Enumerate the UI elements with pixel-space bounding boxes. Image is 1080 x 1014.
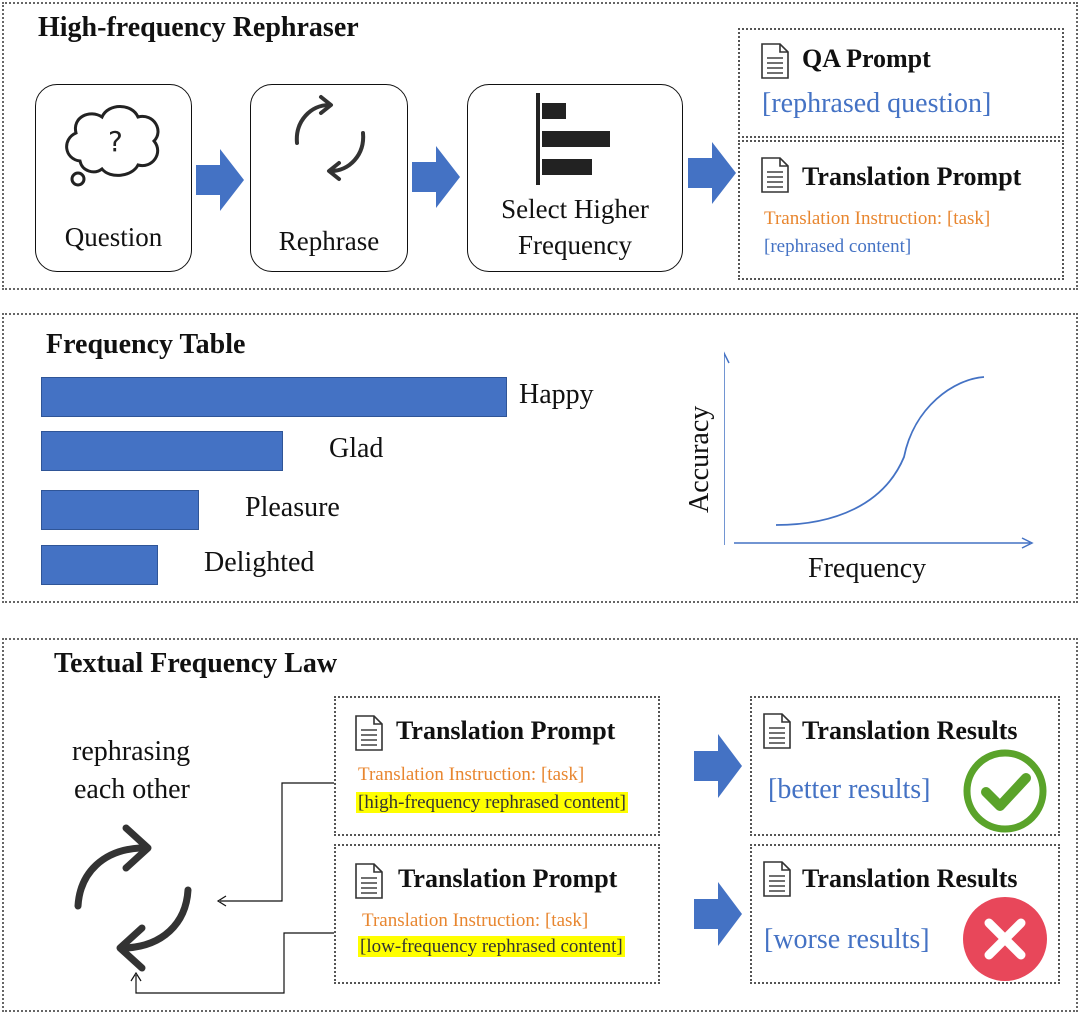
worse-results-box: Translation Results [worse results] (750, 844, 1060, 984)
flow-arrow-icon (694, 734, 742, 798)
translation-prompt-title: Translation Prompt (802, 162, 1022, 191)
low-prompt-content: [low-frequency rephrased content] (358, 936, 625, 957)
law-panel: Textual Frequency Law rephrasing each ot… (2, 638, 1078, 1012)
translation-content: [rephrased content] (764, 236, 912, 257)
better-results-title: Translation Results (802, 716, 1018, 745)
frequency-word-glad: Glad (329, 433, 384, 464)
document-icon (355, 863, 383, 899)
law-title: Textual Frequency Law (54, 648, 338, 679)
qa-prompt-title: QA Prompt (802, 44, 931, 73)
frequency-bar-glad (41, 431, 283, 471)
high-prompt-title: Translation Prompt (396, 716, 616, 745)
frequency-word-delighted: Delighted (204, 547, 315, 578)
frequency-word-pleasure: Pleasure (245, 492, 340, 523)
worse-results-content: [worse results] (764, 924, 930, 955)
frequency-table-title: Frequency Table (46, 329, 246, 360)
question-step: ? Question (35, 84, 192, 272)
flow-arrow-icon (412, 146, 460, 208)
low-prompt-instruction: Translation Instruction: [task] (362, 910, 589, 931)
document-icon (355, 715, 383, 751)
frequency-word-happy: Happy (519, 379, 594, 410)
document-icon (763, 713, 791, 749)
check-circle-icon (963, 749, 1047, 833)
translation-instruction: Translation Instruction: [task] (764, 208, 991, 229)
frequency-bar-delighted (41, 545, 158, 585)
high-frequency-prompt-box: Translation Prompt Translation Instructi… (334, 696, 660, 836)
rephraser-panel: High-frequency Rephraser ? Question Reph… (2, 2, 1078, 290)
refresh-icon (294, 95, 366, 181)
high-prompt-instruction: Translation Instruction: [task] (358, 764, 585, 785)
translation-prompt-box: Translation Prompt Translation Instructi… (738, 140, 1064, 280)
cross-circle-icon (963, 897, 1047, 981)
low-prompt-title: Translation Prompt (398, 864, 618, 893)
frequency-bar-pleasure (41, 490, 199, 530)
rephrase-step: Rephrase (250, 84, 408, 272)
svg-text:?: ? (108, 125, 123, 158)
rephrase-label: Rephrase (278, 226, 380, 256)
connector-lines (130, 782, 334, 994)
document-icon (763, 861, 791, 897)
accuracy-curve-chart (724, 351, 1034, 549)
cycle-icon (74, 824, 192, 972)
rephrasing-caption-line1: rephrasing (72, 736, 191, 767)
better-results-box: Translation Results [better results] (750, 696, 1060, 836)
accuracy-curve (775, 376, 985, 526)
select-label-line1: Select Higher (501, 194, 649, 224)
flow-arrow-icon (196, 149, 244, 211)
document-icon (761, 157, 789, 193)
better-results-content: [better results] (768, 774, 931, 805)
question-label: Question (64, 222, 163, 252)
select-label-line2: Frequency (518, 230, 632, 260)
rephrasing-caption-line2: each other (74, 774, 190, 805)
qa-prompt-content: [rephrased question] (762, 88, 992, 119)
y-axis-label: Accuracy (684, 405, 715, 513)
high-prompt-content: [high-frequency rephrased content] (356, 792, 628, 813)
low-frequency-prompt-box: Translation Prompt Translation Instructi… (334, 844, 660, 984)
document-icon (761, 43, 789, 79)
select-frequency-step: Select Higher Frequency (467, 84, 683, 272)
flow-arrow-icon (694, 882, 742, 946)
thought-bubble-icon: ? (65, 105, 160, 187)
rephraser-title: High-frequency Rephraser (38, 12, 359, 43)
qa-prompt-box: QA Prompt [rephrased question] (738, 28, 1064, 138)
flow-arrow-icon (688, 142, 736, 204)
bar-chart-icon (536, 93, 610, 185)
x-axis-label: Frequency (808, 553, 927, 584)
worse-results-title: Translation Results (802, 864, 1018, 893)
frequency-bar-happy (41, 377, 507, 417)
